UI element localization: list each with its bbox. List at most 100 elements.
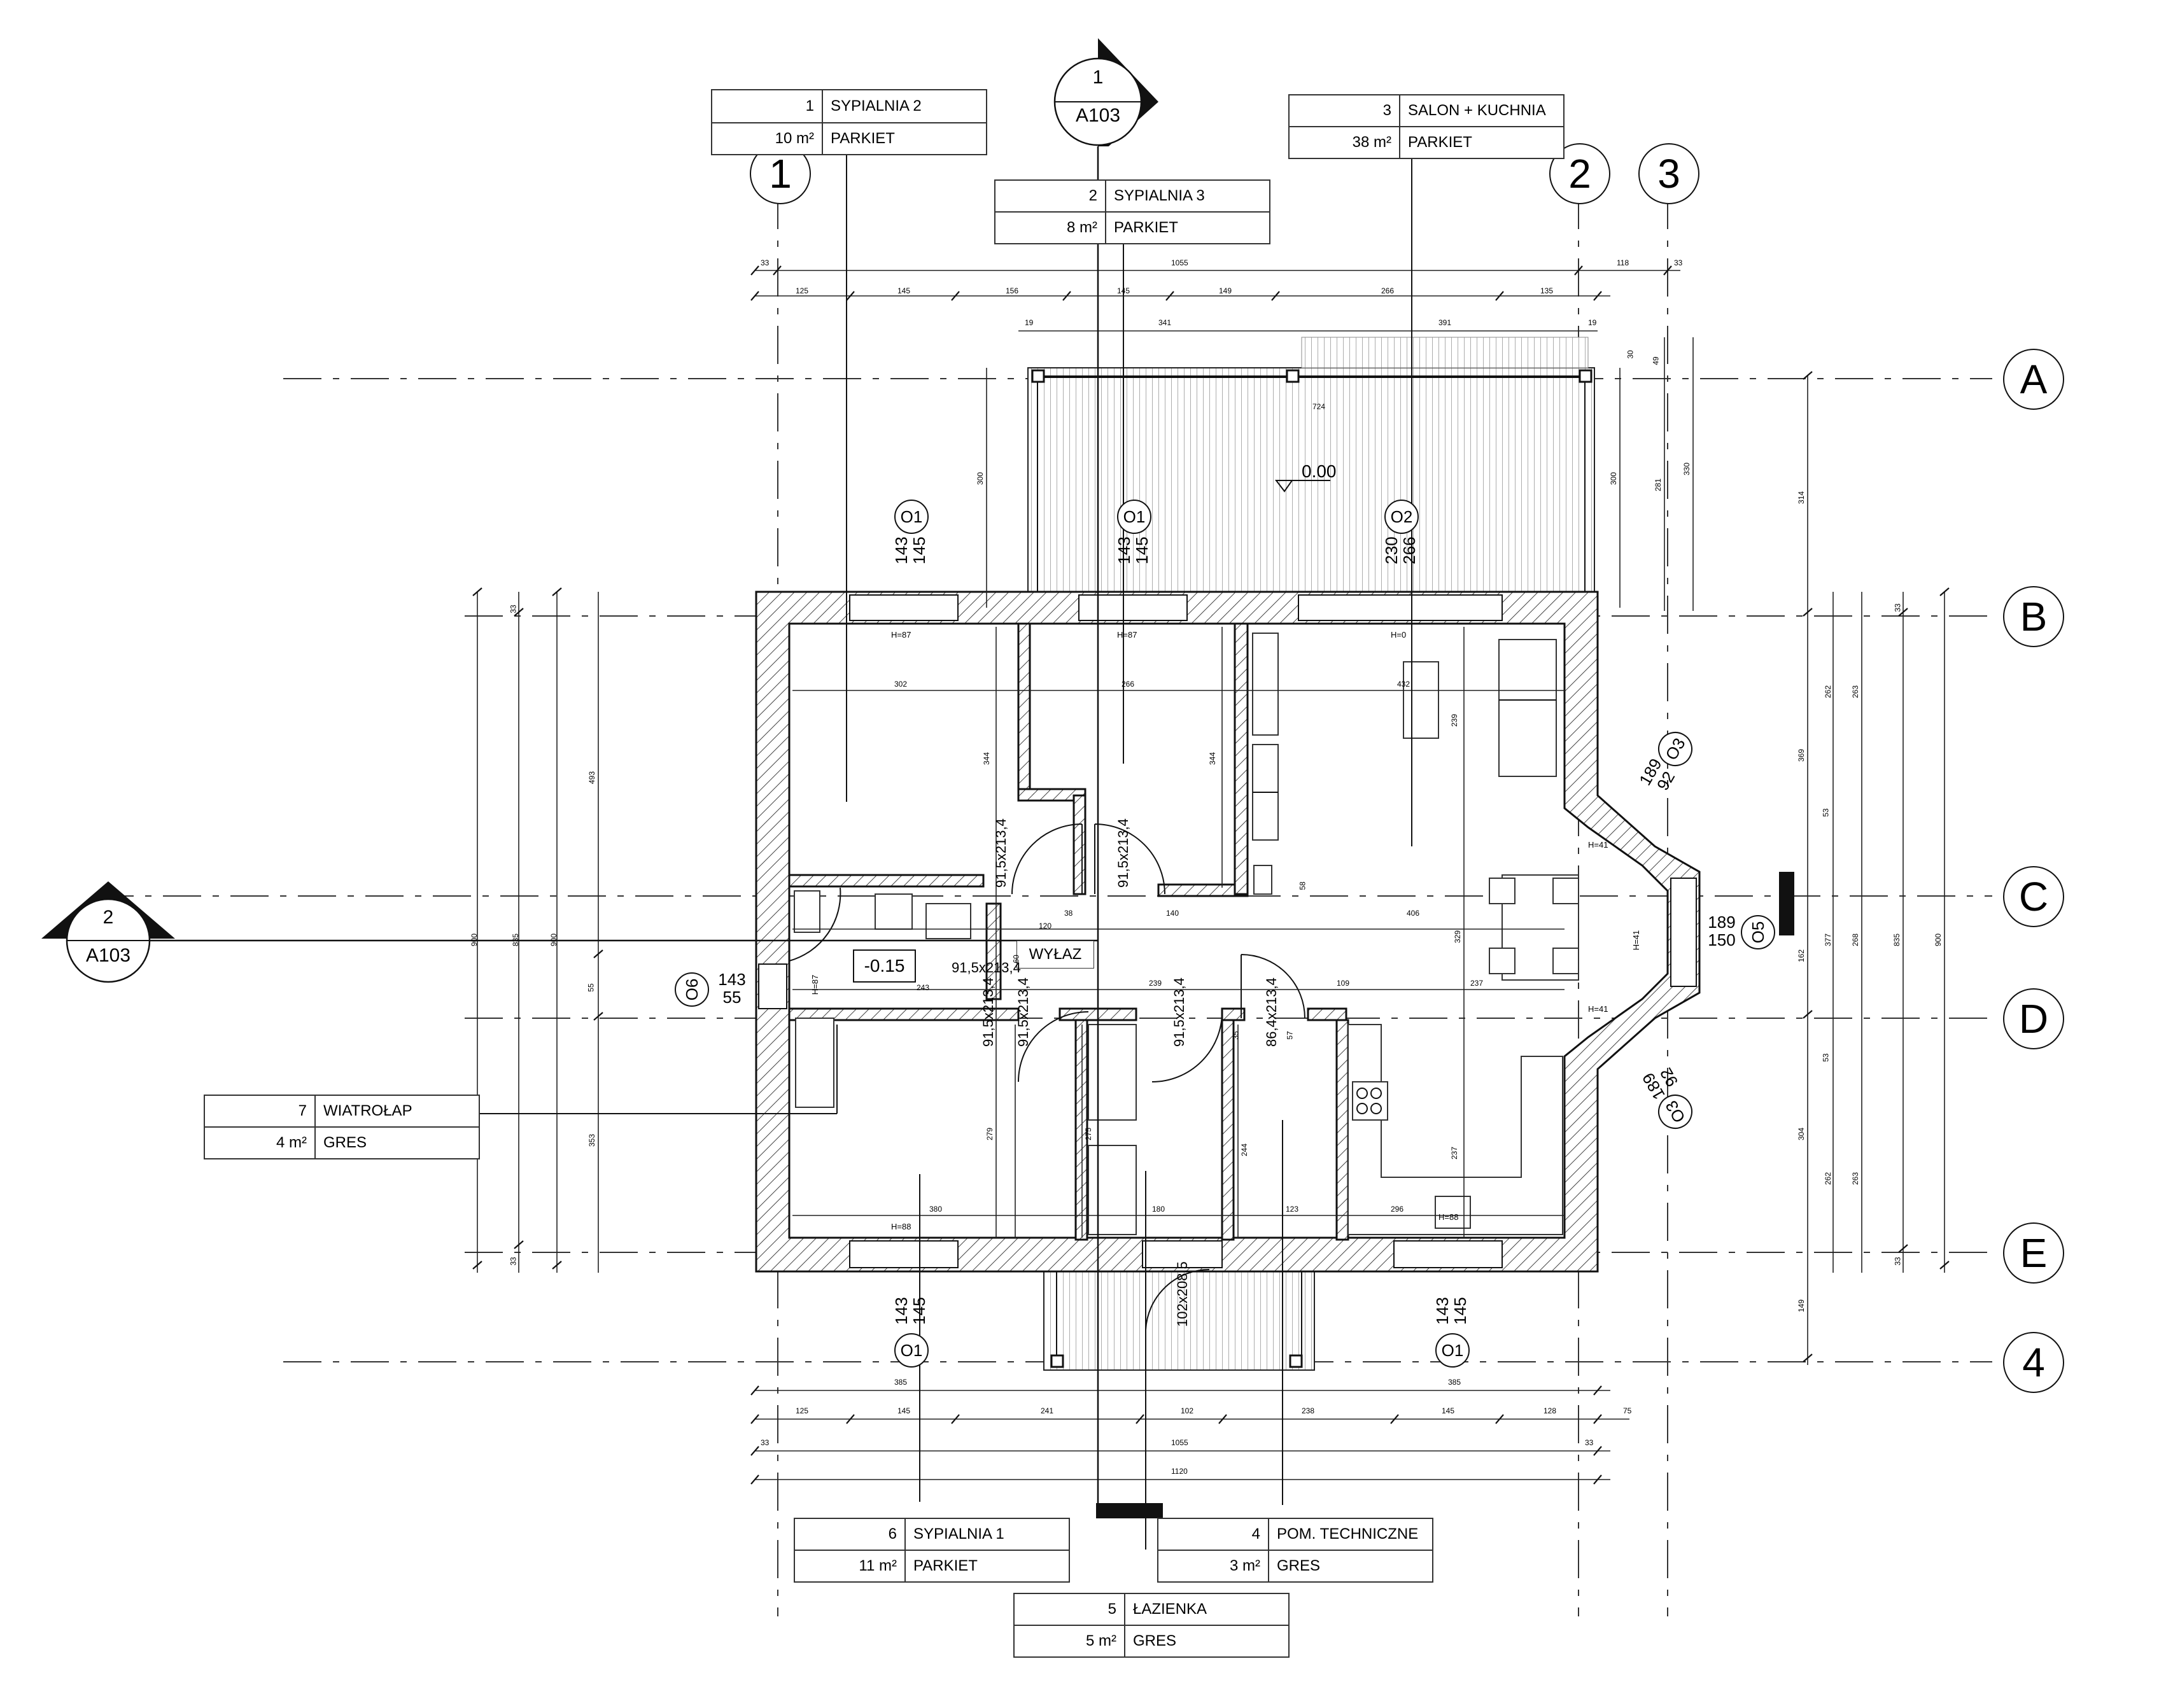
window-tag: O2 bbox=[1384, 500, 1419, 534]
dim-label: 406 bbox=[1407, 909, 1420, 918]
grid-bubble-b: B bbox=[2003, 586, 2064, 647]
room-area: 8 m² bbox=[995, 213, 1106, 243]
dim-label: 304 bbox=[1797, 1127, 1806, 1141]
window-width: 143 bbox=[1433, 1297, 1452, 1325]
door-label: 91,5x213,4 bbox=[952, 960, 1021, 976]
window-size: 143 145 bbox=[1432, 1279, 1470, 1343]
grid-label: 4 bbox=[2022, 1340, 2045, 1385]
dim-label: 38 bbox=[1064, 909, 1073, 918]
dim-label: 279 bbox=[985, 1127, 995, 1141]
dim-label: 344 bbox=[982, 752, 992, 766]
window-width: 143 bbox=[892, 1297, 911, 1325]
dim-label: 330 bbox=[1682, 462, 1692, 476]
dim-label: 58 bbox=[1298, 881, 1307, 890]
window-tag: O5 bbox=[1741, 915, 1775, 949]
dim-label: 145 bbox=[897, 1406, 911, 1415]
dim-label: 237 bbox=[1470, 979, 1484, 988]
dim-label: 125 bbox=[796, 1406, 809, 1415]
window-tag-label: O5 bbox=[1748, 921, 1768, 944]
window-width: 189 bbox=[1708, 913, 1736, 932]
window-height: 266 bbox=[1400, 536, 1419, 564]
dim-label: 118 bbox=[1617, 258, 1629, 267]
dim-label: 900 bbox=[549, 933, 559, 947]
sill-label: H=41 bbox=[1588, 1004, 1608, 1014]
exterior-walls bbox=[755, 591, 1701, 1273]
dim-label: 263 bbox=[1851, 1172, 1860, 1186]
sill-label: H=87 bbox=[891, 630, 911, 640]
room-name: SALON + KUCHNIA bbox=[1408, 102, 1546, 119]
room-area: 38 m² bbox=[1290, 127, 1400, 158]
dim-label: 149 bbox=[1219, 286, 1232, 295]
window-tag-label: O1 bbox=[1441, 1340, 1464, 1360]
window-tag-label: O1 bbox=[900, 1340, 923, 1360]
room-number: 5 bbox=[1015, 1594, 1125, 1625]
dim-label: 19 bbox=[1588, 318, 1597, 327]
sill-label: H=41 bbox=[1631, 930, 1642, 951]
room-tag-salon-kuchnia: 3 SALON + KUCHNIA 38 m² PARKIET bbox=[1288, 94, 1565, 159]
dim-label: 145 bbox=[897, 286, 911, 295]
dim-label: 145 bbox=[1442, 1406, 1455, 1415]
dim-label: 55 bbox=[586, 983, 596, 992]
room-name: SYPIALNIA 3 bbox=[1114, 187, 1205, 204]
grid-bubble-4: 4 bbox=[2003, 1332, 2064, 1393]
dim-label: 385 bbox=[1448, 1378, 1461, 1387]
sill-label: H=87 bbox=[1117, 630, 1137, 640]
room-tag-sypialnia-2: 1 SYPIALNIA 2 10 m² PARKIET bbox=[711, 89, 987, 155]
sill-label: H=88 bbox=[1438, 1212, 1459, 1222]
dim-label: 262 bbox=[1824, 685, 1833, 699]
sill-label: H=0 bbox=[1391, 630, 1407, 640]
window-width: 143 bbox=[1115, 536, 1134, 564]
grid-label: 3 bbox=[1657, 151, 1680, 197]
dim-label: 314 bbox=[1797, 491, 1806, 505]
door-label: 91,5x213,4 bbox=[980, 977, 996, 1047]
room-floor: GRES bbox=[1277, 1557, 1321, 1574]
dim-label: 239 bbox=[1450, 713, 1459, 727]
dim-label: 266 bbox=[1122, 680, 1135, 689]
window-height: 145 bbox=[910, 536, 929, 564]
dim-label: 162 bbox=[1797, 949, 1806, 963]
dim-label: 263 bbox=[1851, 685, 1860, 699]
window-tag: O1 bbox=[894, 1333, 929, 1368]
window-width: 143 bbox=[718, 970, 746, 989]
dim-label: 266 bbox=[1381, 286, 1395, 295]
grid-label: D bbox=[2018, 996, 2049, 1042]
dimension-ticks bbox=[472, 265, 1950, 1485]
dim-label: 33 bbox=[1893, 603, 1902, 612]
window-tag-label: O1 bbox=[1123, 507, 1146, 526]
room-floor: PARKIET bbox=[1408, 134, 1472, 151]
room-floor: PARKIET bbox=[831, 130, 895, 147]
dim-label: 1120 bbox=[1171, 1467, 1188, 1476]
dim-label: 835 bbox=[1892, 933, 1902, 947]
window-tag: O1 bbox=[894, 500, 929, 534]
dim-label: 724 bbox=[1312, 402, 1326, 411]
doors bbox=[789, 823, 1305, 1331]
room-floor: GRES bbox=[1133, 1632, 1177, 1649]
window-height: 145 bbox=[1132, 536, 1151, 564]
grid-bubble-a: A bbox=[2003, 349, 2064, 410]
dim-label: 33 bbox=[761, 1438, 770, 1447]
terrace-south bbox=[1043, 1263, 1315, 1371]
grid-bubble-c: C bbox=[2003, 866, 2064, 927]
room-name: WIATROŁAP bbox=[323, 1102, 412, 1119]
dim-label: 149 bbox=[1797, 1299, 1806, 1313]
furniture bbox=[794, 633, 1579, 1235]
dim-label: 377 bbox=[1824, 933, 1833, 947]
level-entry: -0.15 bbox=[864, 956, 905, 976]
room-area: 4 m² bbox=[205, 1128, 316, 1158]
section-sheet: A103 bbox=[1075, 105, 1121, 126]
room-number: 3 bbox=[1290, 95, 1400, 126]
dim-label: 156 bbox=[1006, 286, 1019, 295]
grid-label: C bbox=[2018, 874, 2049, 920]
dim-label: 281 bbox=[1654, 478, 1663, 492]
room-name: SYPIALNIA 2 bbox=[831, 97, 922, 115]
dim-label: 180 bbox=[1152, 1205, 1165, 1214]
level-entry-box: -0.15 bbox=[853, 949, 916, 983]
section-arrow-icon bbox=[1053, 38, 1158, 146]
dim-label: 33 bbox=[1893, 1257, 1902, 1266]
section-arrow-icon bbox=[41, 881, 175, 983]
window-height: 150 bbox=[1708, 930, 1736, 949]
room-area: 11 m² bbox=[795, 1551, 906, 1581]
window-height: 145 bbox=[910, 1297, 929, 1325]
door-label: 91,5x213,4 bbox=[993, 818, 1009, 888]
attic-hatch-label: WYŁAZ bbox=[1029, 946, 1082, 963]
